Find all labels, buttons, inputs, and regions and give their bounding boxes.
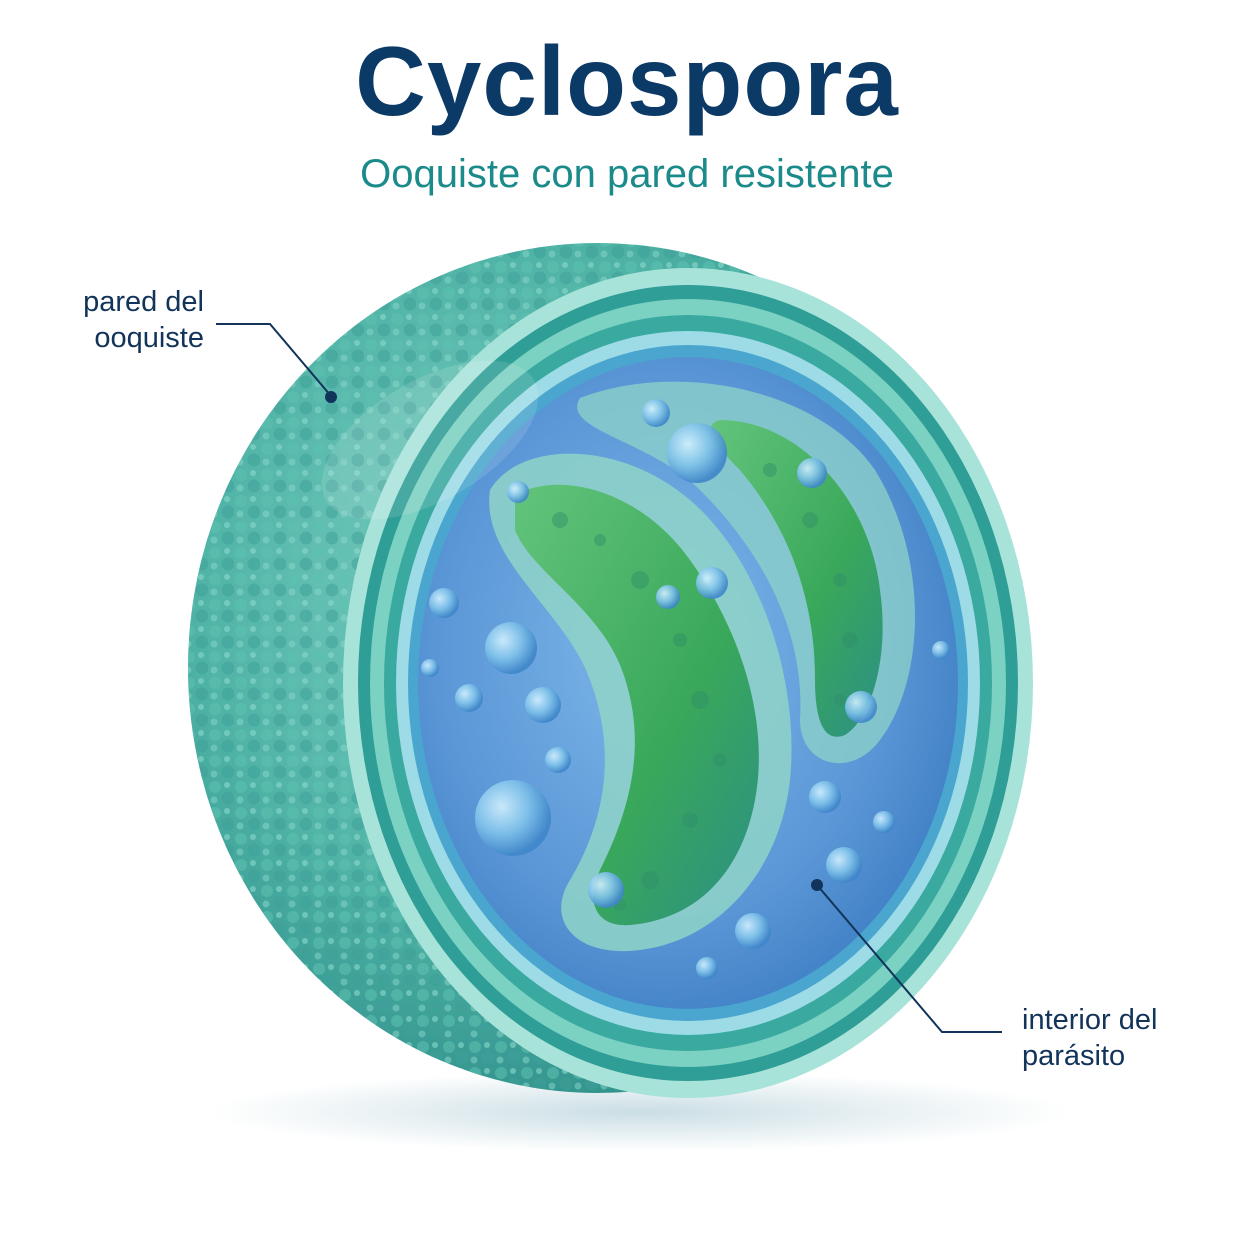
vacuole: [932, 641, 950, 659]
label-parasite-interior-line2: parásito: [1022, 1040, 1126, 1073]
leader-dot-wall: [325, 391, 337, 403]
ground-shadow: [210, 1072, 1070, 1152]
label-parasite-interior: interior del parásito: [1022, 1002, 1232, 1075]
vacuole: [421, 659, 439, 677]
leader-lines: [216, 323, 1002, 1033]
vacuole: [735, 913, 771, 949]
vacuole: [696, 957, 718, 979]
leader-line-interior: [816, 884, 1002, 1033]
vacuole: [525, 687, 561, 723]
page-subtitle: Ooquiste con pared resistente: [360, 152, 894, 196]
vacuole: [507, 481, 529, 503]
vacuole: [696, 567, 728, 599]
leader-dot-interior: [811, 879, 823, 891]
label-oocyst-wall: pared del ooquiste: [64, 284, 204, 357]
vacuole: [826, 847, 862, 883]
label-oocyst-wall-line2: ooquiste: [94, 322, 204, 355]
sporocyst-granules: [552, 463, 858, 911]
vacuole: [455, 684, 483, 712]
vacuole: [845, 691, 877, 723]
vacuole: [429, 588, 459, 618]
vacuole: [545, 747, 571, 773]
vacuole: [485, 622, 537, 674]
vacuole: [588, 872, 624, 908]
vacuole: [656, 585, 680, 609]
leader-line-wall: [216, 323, 332, 397]
page-title: Cyclospora: [355, 26, 899, 136]
shell-highlight: [321, 360, 539, 520]
vacuole: [797, 458, 827, 488]
label-parasite-interior-line1: interior del: [1022, 1004, 1158, 1036]
vacuole: [873, 811, 895, 833]
label-oocyst-wall-line1: pared del: [83, 286, 204, 318]
vacuole: [667, 423, 727, 483]
vacuoles: [421, 399, 950, 979]
vacuole: [475, 780, 551, 856]
sporocyst-right-core: [710, 420, 883, 737]
sporocyst-left-core: [515, 484, 759, 926]
vacuole: [642, 399, 670, 427]
vacuole: [809, 781, 841, 813]
